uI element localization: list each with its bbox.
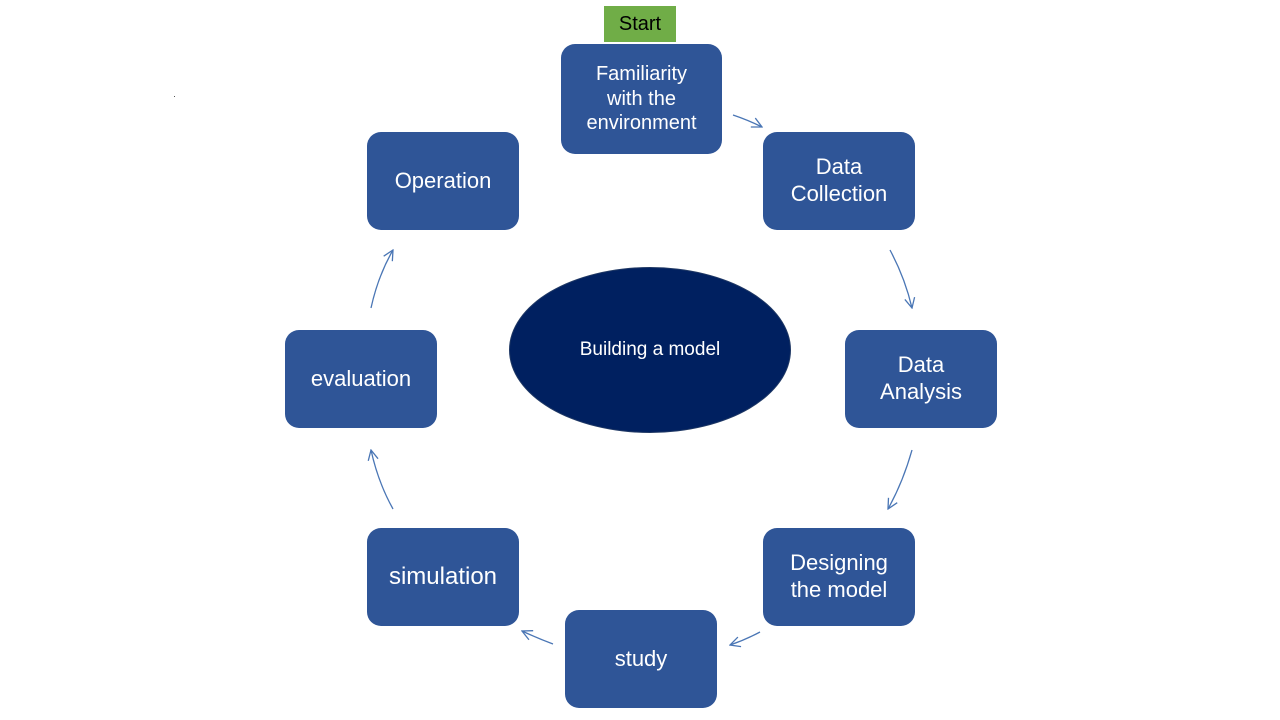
node-label: Designing the model bbox=[790, 550, 888, 602]
center-ellipse: Building a model bbox=[509, 267, 791, 433]
node-simulation: simulation bbox=[367, 528, 519, 626]
arrow-simulation-to-evaluation bbox=[371, 450, 394, 510]
node-designing-model: Designing the model bbox=[763, 528, 915, 626]
node-familiarity: Familiarity with the environment bbox=[561, 44, 722, 154]
node-label: evaluation bbox=[310, 365, 412, 391]
arrow-familiarity-to-collection bbox=[732, 114, 762, 127]
stray-dot bbox=[174, 96, 175, 97]
node-label: Operation bbox=[394, 167, 492, 193]
node-evaluation: evaluation bbox=[285, 330, 437, 428]
center-label: Building a model bbox=[579, 339, 721, 360]
arrow-study-to-simulation bbox=[522, 631, 554, 645]
arrow-evaluation-to-operation bbox=[370, 250, 393, 309]
node-label: Data Analysis bbox=[880, 352, 962, 404]
arrow-collection-to-analysis bbox=[889, 249, 912, 308]
start-label: Start bbox=[604, 6, 676, 42]
node-label: simulation bbox=[388, 563, 498, 591]
node-data-collection: Data Collection bbox=[763, 132, 915, 230]
node-data-analysis: Data Analysis bbox=[845, 330, 997, 428]
node-label: Familiarity with the environment bbox=[586, 63, 697, 135]
node-operation: Operation bbox=[367, 132, 519, 230]
node-study: study bbox=[565, 610, 717, 708]
arrow-analysis-to-designing bbox=[888, 449, 913, 509]
arrow-designing-to-study bbox=[730, 631, 761, 645]
node-label: study bbox=[614, 645, 668, 671]
node-label: Data Collection bbox=[790, 154, 888, 206]
